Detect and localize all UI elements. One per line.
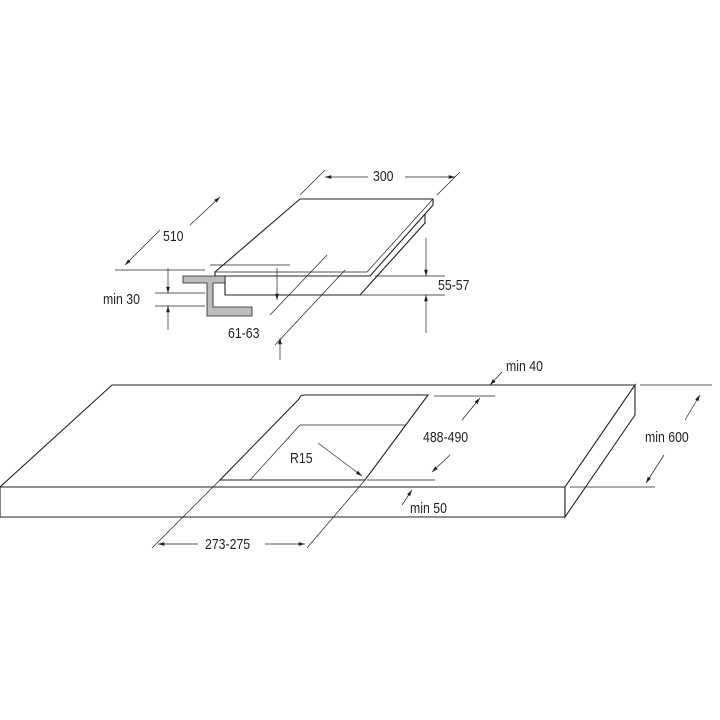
hob-glass-top bbox=[214, 198, 434, 277]
worktop-front-face bbox=[0, 486, 566, 518]
back-min-label: min 40 bbox=[506, 358, 543, 375]
hob-dimension-lines bbox=[115, 169, 461, 360]
worktop-dimension-lines bbox=[151, 371, 712, 549]
cutout bbox=[218, 394, 430, 481]
hob-depth-label: 510 bbox=[163, 228, 184, 245]
worktop-bracket bbox=[182, 275, 253, 317]
radius-label: R15 bbox=[290, 450, 313, 467]
cutout-depth-label: 488-490 bbox=[423, 429, 469, 446]
cutout-width-label: 273-275 bbox=[205, 536, 251, 553]
hob-width-label: 300 bbox=[373, 168, 394, 185]
hob-drawing bbox=[182, 198, 434, 317]
front-min-label: min 50 bbox=[410, 500, 447, 517]
worktop-drawing bbox=[0, 383, 637, 519]
worktop-depth-label: min 600 bbox=[645, 429, 689, 446]
hob-height-label: 55-57 bbox=[438, 277, 470, 294]
worktop-min-thickness-label: min 30 bbox=[103, 291, 140, 308]
worktop-side-face bbox=[564, 383, 636, 519]
hob-depth-below-label: 61-63 bbox=[228, 325, 260, 342]
